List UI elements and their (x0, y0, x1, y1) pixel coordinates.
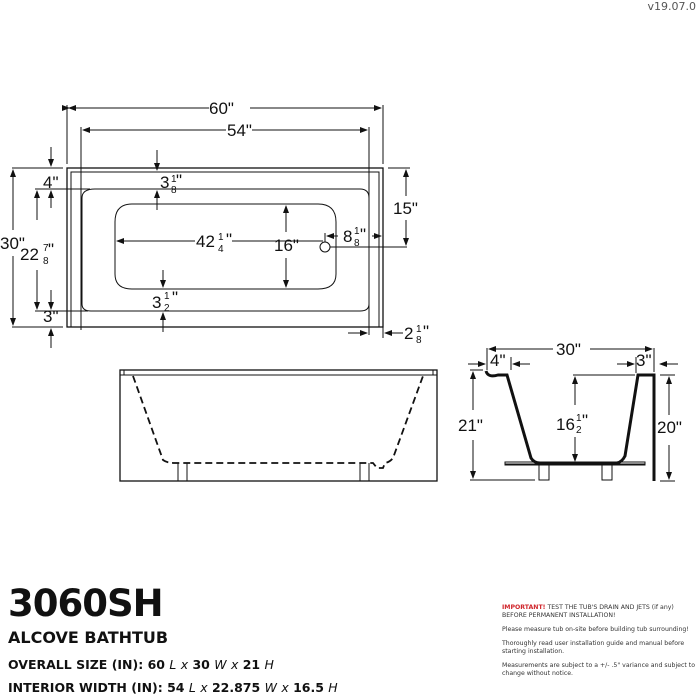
dim-top-rim: 4" (43, 173, 59, 192)
important-note: IMPORTANT! TEST THE TUB'S DRAIN AND JETS… (502, 604, 674, 619)
dim-floor-width: 16" (274, 236, 299, 255)
dim-apron: 2 (404, 324, 413, 343)
svg-text:7: 7 (43, 243, 49, 254)
svg-text:": " (48, 240, 54, 259)
svg-text:": " (582, 411, 588, 430)
svg-text:": " (172, 288, 178, 307)
svg-text:": " (176, 171, 182, 190)
dim-interior-depth: 16 (556, 415, 575, 434)
side-section-view (468, 346, 678, 482)
svg-text:": " (360, 225, 366, 244)
overall-size-spec: OVERALL SIZE (IN): 60 L x 30 W x 21 H (8, 657, 274, 672)
dim-floor-length: 42 (196, 232, 215, 251)
svg-text:8: 8 (416, 335, 422, 346)
dim-drain-height: 15" (393, 199, 418, 218)
svg-text:2: 2 (576, 425, 582, 436)
model-number: 3060SH (8, 582, 164, 625)
svg-text:1: 1 (218, 232, 224, 243)
installation-notes: IMPORTANT! TEST THE TUB'S DRAIN AND JETS… (502, 604, 698, 684)
dim-side-width: 30" (556, 340, 581, 359)
dim-drain-offset: 8 (343, 227, 352, 246)
svg-text:8: 8 (354, 238, 360, 249)
front-view (119, 369, 438, 482)
product-type: ALCOVE BATHTUB (8, 628, 169, 647)
svg-text:": " (423, 322, 429, 341)
dim-bottom-rim: 3" (43, 307, 59, 326)
note-read-guide: Thoroughly read user installation guide … (502, 640, 685, 655)
svg-text:1: 1 (416, 324, 422, 335)
dim-overall-height: 21" (458, 416, 483, 435)
note-measure: Please measure tub on-site before buildi… (502, 626, 689, 633)
svg-text:": " (226, 230, 232, 249)
svg-text:1: 1 (164, 291, 170, 302)
dim-apron-height: 20" (657, 418, 682, 437)
dim-left-rim: 4" (490, 351, 506, 370)
note-variance: Measurements are subject to a +/- .5" va… (502, 662, 695, 677)
svg-text:1: 1 (576, 413, 582, 424)
version-label: v19.07.0 (647, 0, 697, 13)
technical-drawing: 60" 54" 30" 22 7 8 " 4" 3" 3 1 8 " 3 1 2… (0, 99, 682, 482)
dim-interior-length: 54" (227, 121, 252, 140)
dim-right-rim: 3" (636, 351, 652, 370)
dim-overall-width: 30" (0, 234, 25, 253)
svg-text:1: 1 (354, 226, 360, 237)
dim-interior-width: 22 (20, 245, 39, 264)
top-view (10, 105, 410, 348)
svg-text:8: 8 (43, 256, 49, 267)
svg-text:1: 1 (171, 174, 177, 185)
dim-overall-length: 60" (209, 99, 234, 118)
svg-text:8: 8 (171, 185, 177, 196)
dim-bottom-gap: 3 (152, 293, 161, 312)
interior-width-spec: INTERIOR WIDTH (IN): 54 L x 22.875 W x 1… (8, 680, 338, 695)
svg-text:4: 4 (218, 244, 224, 255)
svg-text:2: 2 (164, 303, 170, 314)
dim-top-gap: 3 (160, 173, 169, 192)
